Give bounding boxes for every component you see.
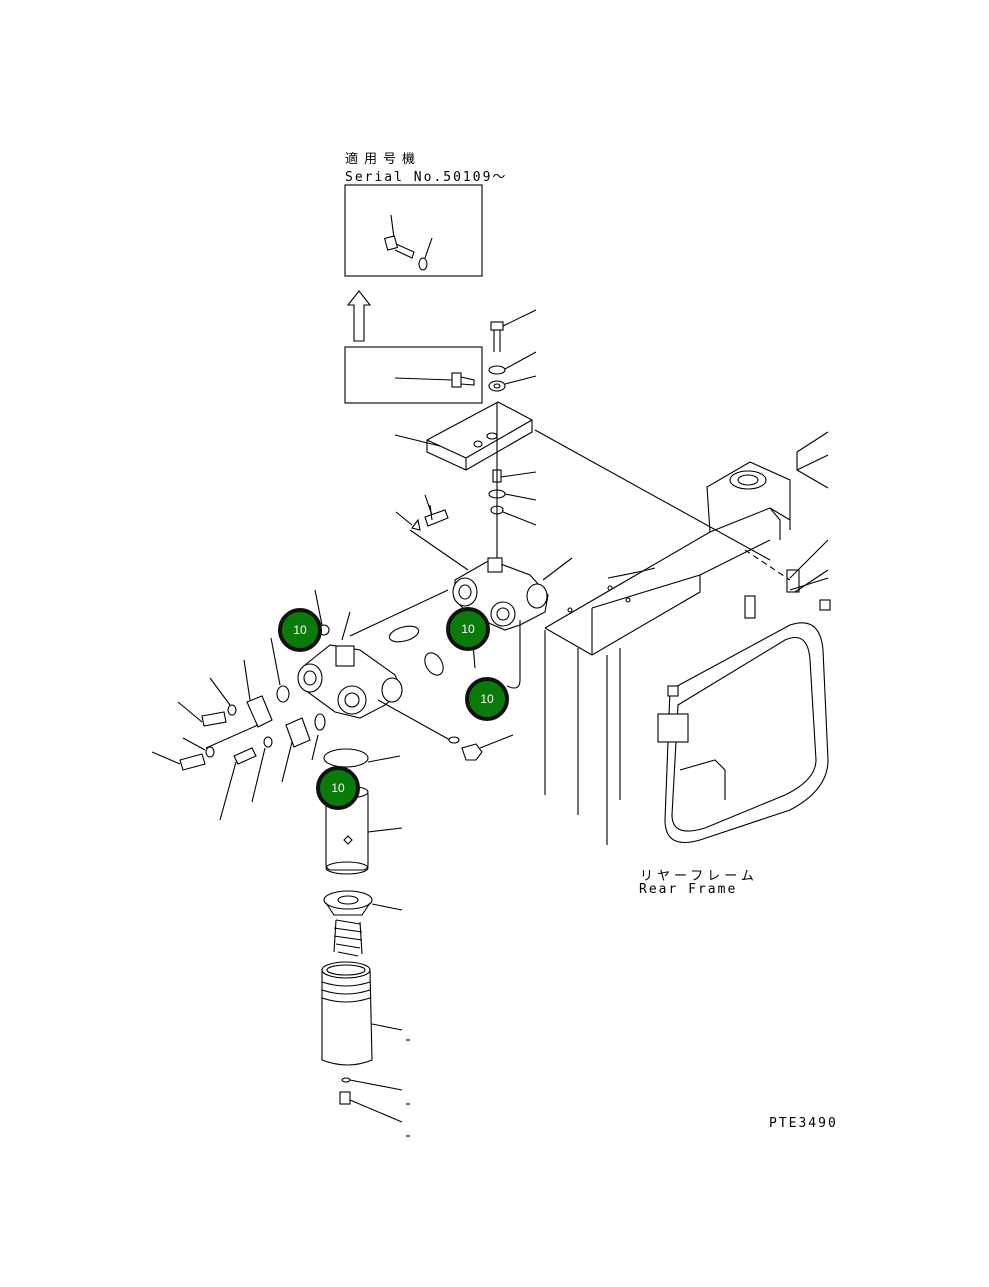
- filter-element-assembly: [321, 748, 410, 1137]
- inset-title-jp: 適用号機: [345, 152, 422, 167]
- inset-box-old: [344, 346, 483, 404]
- callout-marker-3[interactable]: 10: [465, 677, 509, 721]
- frame-leader-line: [789, 577, 829, 591]
- frame-label-jp: リヤーフレーム: [640, 869, 758, 884]
- inset-bolt-old: [394, 372, 475, 388]
- mount-hardware-stack: [394, 309, 537, 560]
- inset-bolt-new: [383, 214, 433, 271]
- inset-box-new: [344, 184, 483, 277]
- callout-marker-4[interactable]: 10: [316, 766, 360, 810]
- callout-marker-1[interactable]: 10: [278, 608, 322, 652]
- callout-marker-2[interactable]: 10: [446, 607, 490, 651]
- arrow-up-icon: [346, 290, 372, 342]
- drawing-code: PTE3490: [769, 1116, 838, 1131]
- filter-head-lower: [297, 589, 514, 761]
- filter-head-upper: [349, 494, 573, 689]
- inset-title-serial: Serial No.50109～: [345, 170, 508, 185]
- rear-frame: [534, 429, 831, 845]
- frame-label-en: Rear Frame: [639, 882, 738, 897]
- left-hardware: [151, 637, 326, 821]
